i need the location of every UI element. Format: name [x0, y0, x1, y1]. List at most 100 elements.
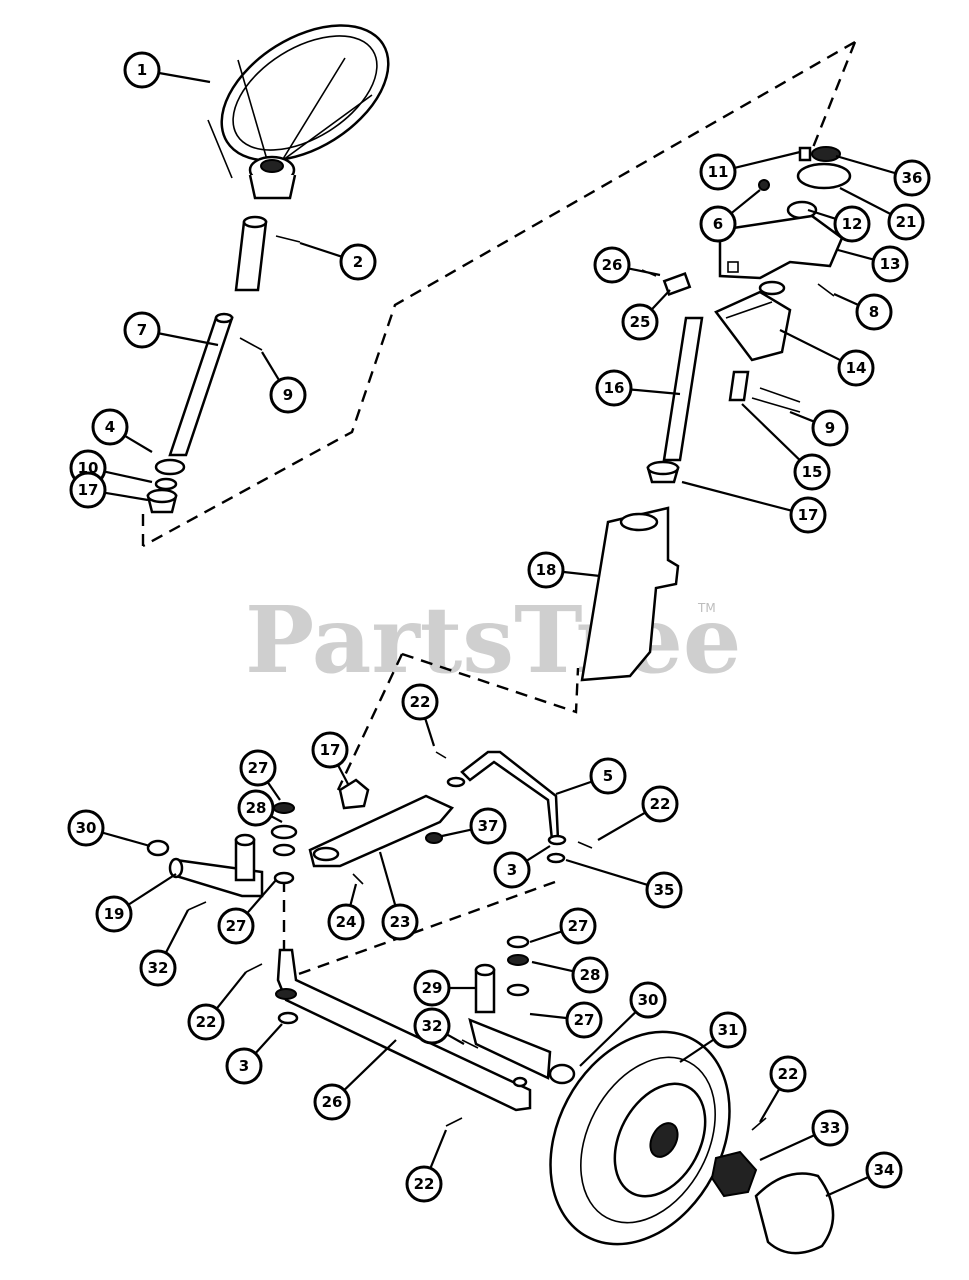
callout-leader-line	[563, 570, 601, 578]
callout-number: 37	[478, 817, 499, 835]
callout-number: 34	[874, 1161, 895, 1179]
callout-circle	[401, 683, 439, 721]
callout-number: 24	[336, 913, 357, 931]
callout-leader-line	[651, 289, 671, 310]
callout-circle	[269, 376, 307, 414]
callout-circle	[595, 369, 633, 407]
callout-circle	[139, 949, 177, 987]
callout-number: 22	[410, 693, 431, 711]
callout-leader-line	[267, 782, 281, 801]
callout-number: 22	[414, 1175, 435, 1193]
callout-number: 7	[137, 321, 147, 339]
callout-leader-line	[741, 403, 800, 461]
callout-27: 27	[239, 749, 281, 801]
front-axle	[275, 948, 532, 1112]
callout-circle	[769, 1055, 807, 1093]
callout-leader-line	[159, 72, 211, 84]
callout-22: 22	[405, 1129, 448, 1203]
callout-leader-line	[597, 812, 645, 841]
callout-22: 22	[759, 1055, 807, 1123]
callout-leader-line	[165, 909, 189, 953]
callout-circle	[225, 1047, 263, 1085]
callout-leader-line	[531, 960, 573, 973]
callout-number: 27	[568, 917, 589, 935]
callout-leader-line	[216, 971, 247, 1009]
callout-circle	[709, 1011, 747, 1049]
callout-leader-line	[337, 765, 349, 785]
callout-circle	[67, 809, 105, 847]
middle-linkage	[308, 750, 593, 885]
callout-number: 27	[226, 917, 247, 935]
callout-circle	[313, 1083, 351, 1121]
callout-number: 23	[390, 913, 411, 931]
callout-leader-line	[837, 248, 873, 261]
callout-6: 6	[699, 189, 761, 243]
callout-22: 22	[401, 683, 439, 747]
callout-number: 26	[322, 1093, 343, 1111]
callout-number: 30	[638, 991, 659, 1009]
callout-leader-line	[344, 1039, 397, 1091]
callout-22: 22	[187, 971, 247, 1041]
callout-circle	[469, 807, 507, 845]
callout-circle	[311, 731, 349, 769]
callout-36: 36	[835, 154, 931, 197]
callout-circle	[339, 243, 377, 281]
callout-leader-line	[839, 187, 891, 215]
callout-circle	[571, 956, 609, 994]
callout-21: 21	[839, 187, 925, 241]
callout-circle	[565, 1001, 603, 1039]
callout-number: 27	[248, 759, 269, 777]
callout-number: 27	[574, 1011, 595, 1029]
callout-number: 29	[422, 979, 443, 997]
callout-leader-line	[779, 329, 841, 361]
hub-cap-assembly	[710, 1117, 835, 1255]
callout-11: 11	[699, 150, 801, 191]
callout-number: 3	[239, 1057, 249, 1075]
callout-30: 30	[579, 981, 667, 1067]
callout-circle	[629, 981, 667, 1019]
callout-circle	[123, 311, 161, 349]
callout-number: 26	[602, 256, 623, 274]
callout-circle	[593, 246, 631, 284]
callout-circle	[871, 245, 909, 283]
callout-leader-line	[105, 470, 153, 484]
callout-number: 8	[869, 303, 879, 321]
callout-29: 29	[413, 969, 476, 1007]
callout-number: 19	[104, 905, 125, 923]
callout-13: 13	[837, 245, 909, 283]
callout-leader-line	[825, 1176, 869, 1198]
callout-circle	[95, 895, 133, 933]
callout-35: 35	[565, 858, 683, 909]
callout-leader-line	[124, 435, 153, 453]
callout-number: 22	[778, 1065, 799, 1083]
callout-leader-line	[565, 858, 648, 886]
callout-4: 4	[91, 408, 153, 453]
callout-19: 19	[95, 873, 177, 933]
callout-5: 5	[555, 757, 627, 796]
callout-number: 1	[137, 61, 147, 79]
callout-number: 11	[708, 163, 729, 181]
callout-number: 5	[603, 767, 613, 785]
callout-circle	[327, 903, 365, 941]
callout-27: 27	[529, 1001, 603, 1039]
callout-leader-line	[429, 1129, 448, 1168]
bushings-left	[146, 458, 186, 514]
callout-number: 16	[604, 379, 625, 397]
callout-leader-line	[271, 815, 283, 823]
callout-circle	[645, 871, 683, 909]
callout-circle	[699, 153, 737, 191]
callout-leader-line	[349, 883, 358, 905]
callout-14: 14	[779, 329, 875, 387]
callout-circle	[641, 785, 679, 823]
callout-leader-line	[631, 388, 681, 396]
callout-number: 28	[246, 799, 267, 817]
callout-32: 32	[413, 1007, 465, 1045]
callout-17: 17	[69, 471, 149, 509]
callout-circle	[589, 757, 627, 795]
callout-26: 26	[313, 1039, 397, 1121]
callout-7: 7	[123, 311, 219, 349]
upper-right-bracket-assembly	[641, 146, 852, 484]
callout-circle	[559, 907, 597, 945]
callout-circle	[789, 496, 827, 534]
